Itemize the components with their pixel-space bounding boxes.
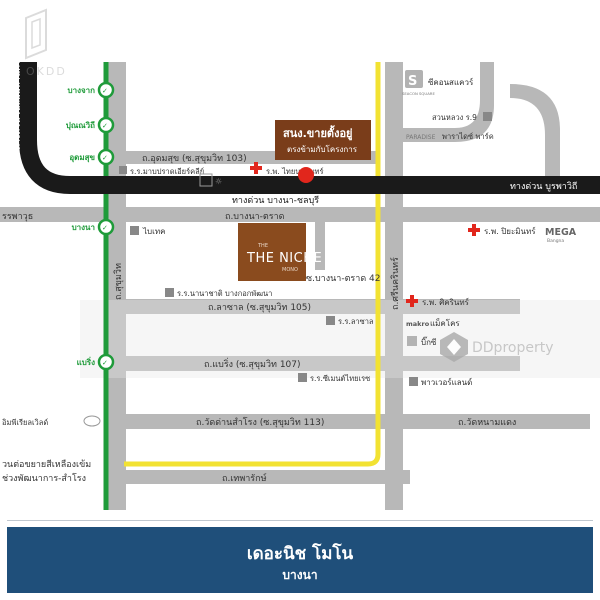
sales-office-callout: สนง.ขายตั้งอยู่ ตรงข้ามกับโครงการ	[275, 120, 371, 183]
biotec-marker-icon	[130, 226, 139, 235]
place-lasalle-school-label: ร.ร.ลาซาล	[338, 317, 374, 326]
place-bigc-label: บิ๊กซี	[421, 336, 437, 347]
place-powerland-label: พาวเวอร์แลนด์	[421, 377, 472, 387]
project-box: THE THE NICHE MONO	[238, 223, 322, 281]
place-suan-luang-label: สวนหลวง ร.9	[432, 113, 477, 122]
place-siam-soi-label: ร.ร.ซีเมนต์ไทยเรซ	[310, 374, 370, 383]
place-makro-label: แม็คโคร	[430, 318, 460, 328]
callout-line2: ตรงข้ามกับโครงการ	[287, 144, 358, 154]
yellow-line-note-2: ช่วงพัฒนาการ-สำโรง	[2, 473, 86, 484]
bts-station-icon	[97, 116, 115, 134]
divider-line	[7, 520, 593, 521]
siam-soi-marker-icon	[298, 373, 307, 382]
place-biotec-label: ไบเทค	[142, 227, 165, 236]
place-seacon-label: ซีคอนสแควร์	[428, 77, 474, 87]
road-bangna-trad-label: ถ.บางนา-ตราด	[225, 212, 285, 222]
road-soi42-label: ซ.บางนา-ตราด 42	[306, 274, 380, 284]
project-name: THE NICHE	[246, 251, 322, 266]
sales-office-marker-icon	[298, 167, 314, 183]
bts-station-glyph: ✓	[102, 154, 108, 162]
ddproperty-watermark: DDproperty	[440, 332, 554, 362]
bts-station-icon	[97, 353, 115, 371]
road-wat-dan-label: ถ.วัดด่านสำโรง (ซ.สุขุมวิท 113)	[196, 417, 324, 428]
bts-station-glyph: ✓	[102, 87, 108, 95]
project-banner: เดอะนิช โมโน บางนา	[7, 527, 593, 593]
small-logos-icon: ☼	[199, 173, 222, 187]
road-wat-nam-daeng-label: ถ.วัดหนามแดง	[458, 418, 516, 428]
park-marker-icon	[483, 112, 492, 121]
okdd-logo-icon: OKDD	[25, 8, 67, 78]
road-bearing-label: ถ.แบริ่ง (ซ.สุขุมวิท 107)	[204, 357, 301, 370]
callout-line1: สนง.ขายตั้งอยู่	[283, 125, 353, 141]
patana-marker-icon	[165, 288, 174, 297]
makro-en-text: makro	[406, 320, 430, 328]
svg-text:THE: THE	[257, 243, 268, 249]
bts-station-label: บางนา	[72, 223, 95, 232]
place-school-label: ร.ร.มาบปราดเอียร์คลีย์	[130, 167, 204, 176]
hospital-cross-icon	[250, 162, 262, 174]
bts-stations: ✓ บางจาก ✓ ปุณณวิถี ✓ อุดมสุข ✓ บางนา ✓ แบริ่ง	[66, 81, 115, 371]
brand-name: DDproperty	[472, 340, 554, 356]
place-bangna-hospital-label: ร.พ. ไทยนครินทร์	[266, 167, 324, 176]
seacon-logo-text: SEACON SQUARE	[402, 91, 435, 96]
hospital-cross-icon	[468, 224, 480, 236]
road-udomsuk-label: ถ.อุดมสุข (ซ.สุขุมวิท 103)	[142, 153, 247, 164]
place-sikarin-label: ร.พ. ศิครินทร์	[422, 297, 470, 307]
school-marker-icon	[119, 166, 127, 174]
road-theparak-label: ถ.เทพารักษ์	[222, 472, 267, 484]
bts-station-label: บางจาก	[68, 86, 96, 95]
bts-station-glyph: ✓	[102, 224, 108, 232]
bts-station-glyph: ✓	[102, 359, 108, 367]
road-sukhumvit-label: ถ.สุขุมวิท	[113, 263, 124, 300]
bts-station-label: แบริ่ง	[77, 356, 96, 367]
paradise-logo-text: PARADISE	[406, 134, 436, 141]
mega-logo-text: MEGA	[545, 227, 577, 238]
bts-station-glyph: ✓	[102, 122, 108, 130]
place-imperial-label: อิมพีเรียลเวิลด์	[2, 418, 49, 427]
expressway-east-label: ทางด่วน บูรพาวิถี	[510, 181, 577, 192]
expressway-north-label: ทางด่วน เฉลิมมหานคร	[12, 60, 23, 150]
bts-station-label: ปุณณวิถี	[66, 120, 95, 131]
banner-title: เดอะนิช โมโน	[246, 544, 354, 564]
place-paradise-label: พาราไดซ์ พาร์ค	[442, 132, 494, 141]
road-network	[0, 62, 600, 510]
lasalle-marker-icon	[326, 316, 335, 325]
svg-text:S: S	[408, 74, 417, 89]
road-lasalle-label: ถ.ลาซาล (ซ.สุขุมวิท 105)	[208, 302, 311, 313]
hospital-cross-icon	[406, 295, 418, 307]
seacon-logo-icon: S	[405, 70, 423, 89]
project-sub: MONO	[282, 267, 298, 273]
powerland-marker-icon	[409, 377, 418, 386]
road-sri-nakarin-label: ถ.ศรีนครินทร์	[389, 257, 401, 310]
bts-station-icon	[97, 81, 115, 99]
bts-station-label: อุดมสุข	[69, 153, 95, 163]
bigc-logo-icon	[407, 336, 417, 346]
place-bangkok-patana-label: ร.ร.นานาชาติ บางกอกพัฒนา	[177, 289, 272, 298]
overlay-band	[80, 300, 600, 378]
imperial-logo-icon	[83, 415, 101, 427]
svg-text:☼: ☼	[215, 177, 222, 186]
bts-station-icon	[97, 218, 115, 236]
place-piyamin-label: ร.พ. ปิยะมินทร์	[484, 226, 536, 236]
watermark-text: OKDD	[26, 65, 67, 78]
road-west-edge-label: รรพาวุธ	[2, 212, 33, 222]
yellow-line-note-1: วนต่อขยายสีเหลืองเข้ม	[2, 459, 91, 470]
bts-station-icon	[97, 148, 115, 166]
location-map: ทางด่วน เฉลิมมหานคร ทางด่วน บางนา-ชลบุรี…	[0, 8, 600, 510]
expressway-center-label: ทางด่วน บางนา-ชลบุรี	[232, 195, 319, 206]
banner-subtitle: บางนา	[282, 568, 318, 582]
mega-sub-text: Bangna	[547, 238, 564, 244]
yellow-line-route	[124, 62, 381, 467]
